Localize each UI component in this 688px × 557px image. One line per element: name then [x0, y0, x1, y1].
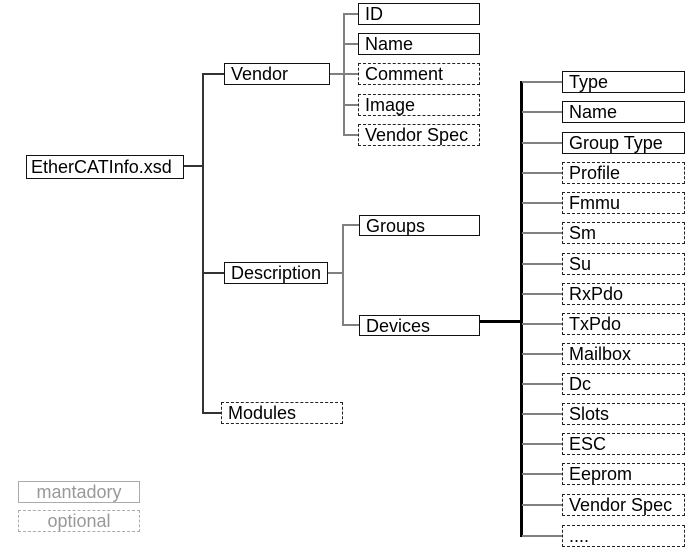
connector-devices-more [522, 535, 562, 537]
connector-vendor-id [343, 13, 358, 15]
node-groups: Groups [359, 215, 480, 236]
connector-root-trunk [202, 73, 204, 414]
connector-devices-sm [522, 232, 562, 234]
node-sm: Sm [562, 222, 685, 244]
connector-devices-type [522, 81, 562, 83]
connector-devices-stub [480, 320, 523, 323]
connector-devices-vendorspec [522, 504, 562, 506]
connector-devices-slots [522, 413, 562, 415]
node-modules: Modules [221, 402, 343, 424]
node-group-type: Group Type [562, 132, 685, 154]
node-profile: Profile [562, 162, 685, 184]
connector-devices-name [522, 111, 562, 113]
connector-root-description [202, 272, 224, 274]
connector-vendor-comment [343, 73, 358, 75]
node-comment: Comment [358, 63, 480, 85]
connector-devices-mailbox [522, 353, 562, 355]
connector-devices-trunk [520, 81, 523, 537]
node-ellipsis: .... [562, 525, 685, 547]
connector-description-devices [342, 324, 359, 326]
connector-devices-su [522, 263, 562, 265]
connector-description-stub [328, 272, 344, 274]
connector-description-trunk [342, 224, 344, 326]
node-device-name: Name [562, 101, 685, 123]
node-name: Name [358, 33, 480, 55]
connector-vendor-name [343, 43, 358, 45]
connector-vendor-image [343, 104, 358, 106]
connector-vendor-stub [330, 73, 344, 75]
node-vendor-spec: Vendor Spec [358, 124, 480, 146]
connector-devices-grouptype [522, 142, 562, 144]
connector-description-groups [342, 224, 359, 226]
node-description: Description [224, 262, 328, 284]
node-vendor: Vendor [224, 63, 330, 85]
node-dc: Dc [562, 373, 685, 395]
connector-devices-esc [522, 443, 562, 445]
legend-mandatory-box: mantadory [18, 481, 140, 503]
node-ethercatinfo-xsd: EtherCATInfo.xsd [26, 155, 184, 179]
legend-optional-box: optional [18, 510, 140, 532]
connector-devices-txpdo [522, 323, 562, 325]
connector-devices-rxpdo [522, 293, 562, 295]
node-esc: ESC [562, 433, 685, 455]
node-device-vendor-spec: Vendor Spec [562, 494, 685, 516]
node-image: Image [358, 94, 480, 116]
connector-devices-eeprom [522, 473, 562, 475]
node-txpdo: TxPdo [562, 313, 685, 335]
node-fmmu: Fmmu [562, 192, 685, 214]
connector-devices-profile [522, 172, 562, 174]
node-rxpdo: RxPdo [562, 283, 685, 305]
node-id: ID [358, 3, 480, 25]
connector-devices-dc [522, 383, 562, 385]
node-eeprom: Eeprom [562, 463, 685, 485]
node-type: Type [562, 71, 685, 93]
node-su: Su [562, 253, 685, 275]
node-slots: Slots [562, 403, 685, 425]
connector-vendor-vendorspec [343, 134, 358, 136]
connector-root-stub [184, 165, 203, 167]
node-devices: Devices [359, 315, 480, 336]
connector-devices-fmmu [522, 202, 562, 204]
connector-root-vendor [202, 73, 224, 75]
connector-root-modules [202, 412, 221, 414]
node-mailbox: Mailbox [562, 343, 685, 365]
